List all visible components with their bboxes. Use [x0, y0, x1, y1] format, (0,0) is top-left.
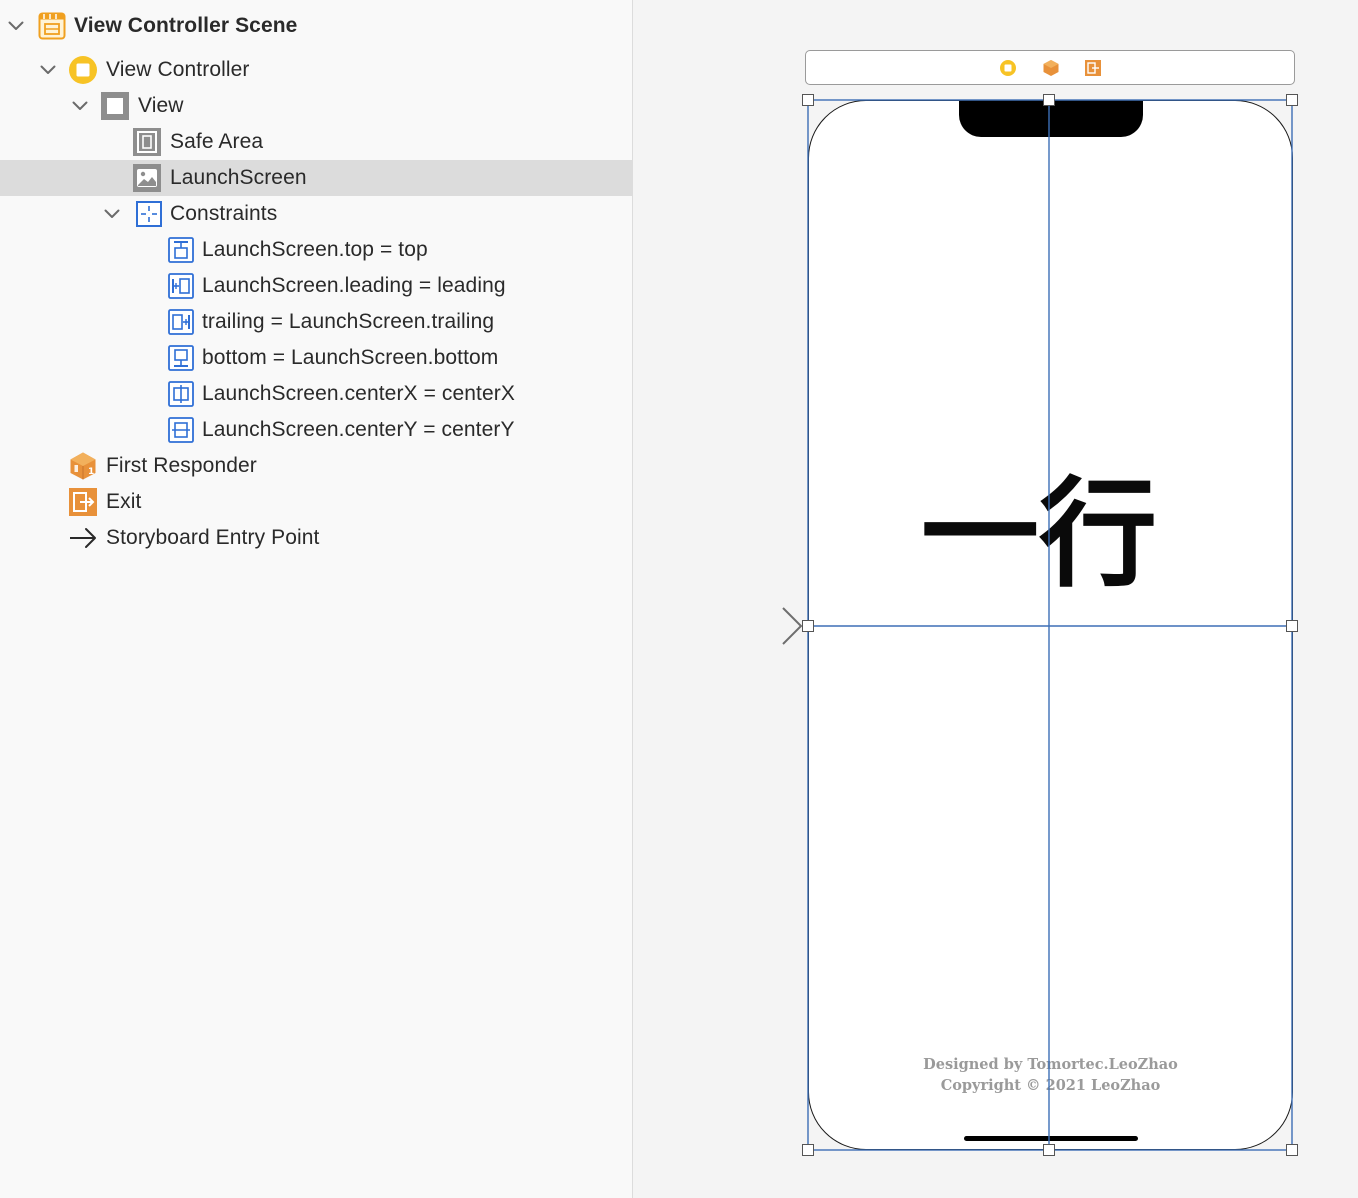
chevron-down-icon[interactable] — [39, 61, 57, 79]
logo-calligraphy: 一行 — [921, 464, 1157, 603]
view-label: View — [138, 94, 184, 117]
resize-handle-top[interactable] — [1043, 94, 1055, 106]
entry-point-label: Storyboard Entry Point — [106, 526, 320, 549]
constraint-label: LaunchScreen.centerY = centerY — [202, 418, 515, 441]
view-controller-icon[interactable] — [999, 59, 1017, 77]
svg-text:1: 1 — [88, 467, 94, 477]
outline-row-view[interactable]: View — [0, 88, 632, 124]
constraint-label: LaunchScreen.leading = leading — [202, 274, 506, 297]
outline-row-constraint[interactable]: trailing = LaunchScreen.trailing — [0, 304, 632, 340]
resize-handle-top-right[interactable] — [1286, 94, 1298, 106]
constraint-leading-icon — [166, 271, 196, 301]
resize-handle-left[interactable] — [802, 620, 814, 632]
chevron-down-icon[interactable] — [103, 205, 121, 223]
first-responder-icon: 1 — [68, 451, 98, 481]
credits-text: Designed by Tomortec.LeoZhao Copyright ©… — [809, 1054, 1292, 1096]
exit-label: Exit — [106, 490, 142, 513]
credit-designed-by: Designed by Tomortec.LeoZhao — [923, 1056, 1178, 1073]
arrow-right-icon — [68, 523, 98, 553]
pane-divider[interactable] — [632, 0, 633, 1198]
view-controller-icon — [68, 55, 98, 85]
outline-row-scene[interactable]: View Controller Scene — [0, 8, 632, 44]
constraint-top-icon — [166, 235, 196, 265]
chevron-down-icon[interactable] — [7, 17, 25, 35]
launch-screen-view[interactable]: 一行 Designed by Tomortec.LeoZhao Copyrigh… — [808, 100, 1293, 1150]
safe-area-icon — [132, 127, 162, 157]
outline-row-launchscreen[interactable]: LaunchScreen — [0, 160, 632, 196]
first-responder-icon[interactable] — [1042, 59, 1060, 77]
view-icon — [100, 91, 130, 121]
outline-row-exit[interactable]: Exit — [0, 484, 632, 520]
resize-handle-top-left[interactable] — [802, 94, 814, 106]
constraint-label: LaunchScreen.centerX = centerX — [202, 382, 515, 405]
outline-row-constraint[interactable]: bottom = LaunchScreen.bottom — [0, 340, 632, 376]
resize-handle-bottom[interactable] — [1043, 1144, 1055, 1156]
exit-icon — [68, 487, 98, 517]
safe-area-label: Safe Area — [170, 130, 264, 153]
storyboard-canvas[interactable]: 一行 Designed by Tomortec.LeoZhao Copyrigh… — [633, 0, 1358, 1198]
chevron-down-icon[interactable] — [71, 97, 89, 115]
resize-handle-bottom-left[interactable] — [802, 1144, 814, 1156]
resize-handle-right[interactable] — [1286, 620, 1298, 632]
selection-frame — [807, 99, 1293, 1151]
constraint-center-y-icon — [166, 415, 196, 445]
outline-row-entry-point[interactable]: Storyboard Entry Point — [0, 520, 632, 556]
constraint-label: LaunchScreen.top = top — [202, 238, 428, 261]
outline-row-constraint[interactable]: LaunchScreen.centerX = centerX — [0, 376, 632, 412]
outline-row-constraint[interactable]: LaunchScreen.centerY = centerY — [0, 412, 632, 448]
outline-row-first-responder[interactable]: 1 First Responder — [0, 448, 632, 484]
constraint-trailing-icon — [166, 307, 196, 337]
scene-title: View Controller Scene — [74, 14, 298, 37]
outline-row-view-controller[interactable]: View Controller — [0, 52, 632, 88]
constraint-bottom-icon — [166, 343, 196, 373]
outline-row-safe-area[interactable]: Safe Area — [0, 124, 632, 160]
resize-handle-bottom-right[interactable] — [1286, 1144, 1298, 1156]
view-controller-label: View Controller — [106, 58, 250, 81]
launch-screen-image[interactable]: 一行 — [809, 101, 1293, 1150]
storyboard-scene-icon — [37, 11, 67, 41]
image-view-icon — [132, 163, 162, 193]
constraint-center-x-icon — [166, 379, 196, 409]
constraint-label: trailing = LaunchScreen.trailing — [202, 310, 495, 333]
selection-overlay — [691, 99, 1293, 1151]
outline-row-constraint[interactable]: LaunchScreen.top = top — [0, 232, 632, 268]
device-notch — [959, 101, 1143, 137]
credit-copyright: Copyright © 2021 LeoZhao — [940, 1077, 1161, 1094]
constraint-label: bottom = LaunchScreen.bottom — [202, 346, 499, 369]
document-outline: View Controller Scene View Controller Vi… — [0, 0, 632, 1198]
home-indicator — [964, 1136, 1138, 1141]
outline-row-constraints[interactable]: Constraints — [0, 196, 632, 232]
entry-point-arrowhead — [782, 607, 803, 645]
first-responder-label: First Responder — [106, 454, 257, 477]
constraints-label: Constraints — [170, 202, 278, 225]
constraints-icon — [134, 199, 164, 229]
scene-dock[interactable] — [805, 50, 1295, 85]
outline-row-constraint[interactable]: LaunchScreen.leading = leading — [0, 268, 632, 304]
exit-icon[interactable] — [1084, 59, 1102, 77]
launchscreen-label: LaunchScreen — [170, 166, 307, 189]
